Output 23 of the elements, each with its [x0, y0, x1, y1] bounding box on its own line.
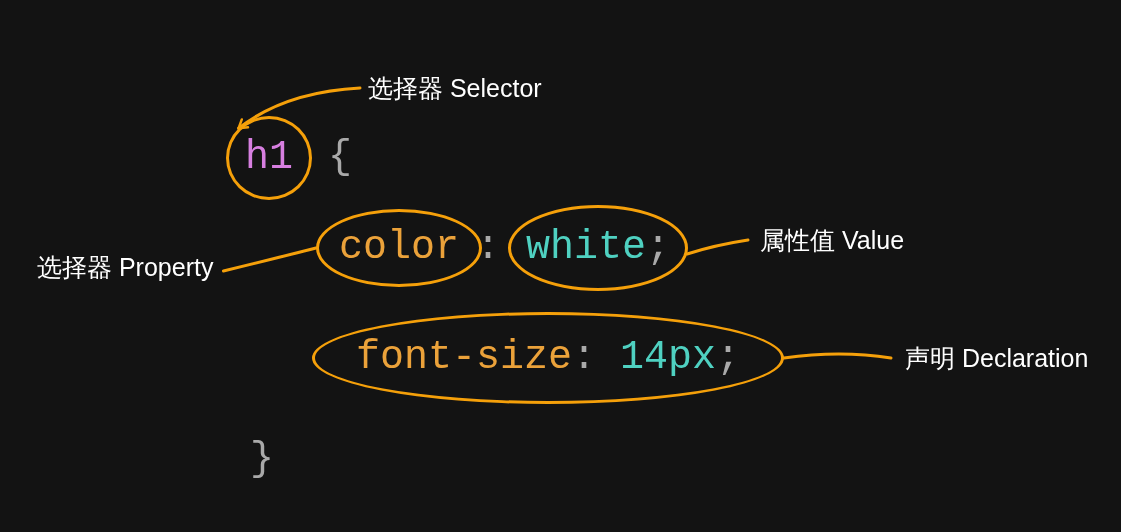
code-punctuation: ; — [716, 338, 741, 378]
code-brace: } — [250, 440, 274, 480]
property-code: font-size — [355, 338, 572, 378]
annotation-label: 选择器 Property — [37, 252, 214, 282]
value-code: 14px — [620, 338, 717, 378]
selector-code: h1 — [245, 138, 293, 178]
leader-line — [221, 246, 318, 273]
annotation-label: 属性值 Value — [760, 225, 905, 255]
code-brace: { — [328, 138, 352, 178]
highlight-ellipse — [226, 116, 312, 200]
highlight-ellipse — [508, 205, 688, 291]
leader-arrow — [237, 86, 362, 130]
highlight-ellipse — [312, 312, 784, 404]
code-punctuation: : — [572, 338, 596, 378]
leader-line — [685, 238, 750, 256]
code-punctuation: : — [476, 228, 500, 268]
annotation-label: 声明 Declaration — [905, 343, 1089, 373]
highlight-ellipse — [316, 209, 482, 287]
property-code: color — [339, 228, 459, 268]
leader-line — [782, 352, 893, 360]
code-punctuation: ; — [646, 228, 670, 268]
annotation-label: 选择器 Selector — [368, 73, 542, 103]
value-code: white — [525, 228, 646, 268]
